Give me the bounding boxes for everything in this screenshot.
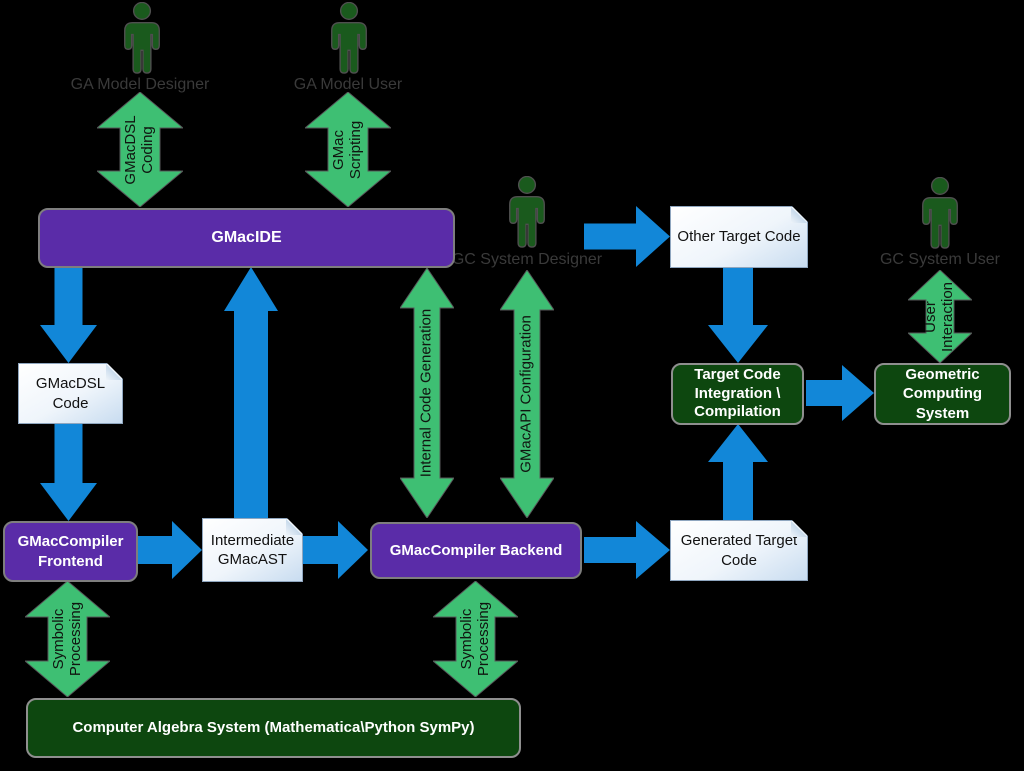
document-fold-corner — [791, 521, 807, 537]
other-target-code-label: Other Target Code — [677, 228, 801, 246]
arrow-dslcode-to-frontend — [40, 424, 97, 521]
other-target-code-document: Other Target Code — [670, 206, 808, 268]
intermediate-gmacast-document: Intermediate GMacAST — [202, 518, 303, 582]
gc-system-designer-icon — [504, 176, 550, 249]
arrow-designer-to-other-code — [584, 206, 670, 267]
gmacdsl-code-label: GMacDSL Code — [35, 375, 106, 412]
arrow-symbolic-processing-backend: Symbolic Processing — [433, 581, 518, 697]
gmaccompiler-backend-box: GMacCompiler Backend — [370, 522, 582, 579]
arrow-backend-to-generated-code — [584, 521, 670, 579]
arrow-gmacast-to-backend — [303, 521, 368, 579]
arrow-gmacast-to-ide — [224, 267, 278, 518]
arrow-gmacapi-configuration: GMacAPI Configuration — [500, 270, 554, 518]
ga-model-designer-label: GA Model Designer — [70, 76, 210, 93]
gmaccompiler-frontend-box: GMacCompiler Frontend — [3, 521, 138, 582]
intermediate-gmacast-label: Intermediate GMacAST — [210, 531, 295, 568]
generated-target-code-document: Generated Target Code — [670, 520, 808, 581]
arrow-symbolic-processing-frontend: Symbolic Processing — [25, 581, 110, 697]
target-code-integration-box: Target Code Integration \ Compilation — [671, 363, 804, 425]
gmacdsl-coding-label: GMacDSL Coding — [122, 114, 156, 185]
gmacapi-configuration-label: GMacAPI Configuration — [517, 315, 535, 473]
document-fold-corner — [106, 364, 122, 380]
arrow-other-code-to-integration — [708, 268, 768, 363]
generated-target-code-label: Generated Target Code — [680, 532, 798, 569]
internal-code-generation-label: Internal Code Generation — [417, 308, 435, 478]
arrow-user-interaction: User Interaction — [908, 270, 972, 363]
arrow-generated-code-to-integration — [708, 424, 768, 520]
gmacide-box: GMacIDE — [38, 208, 455, 268]
document-fold-corner — [286, 519, 302, 535]
arrow-internal-code-generation: Internal Code Generation — [400, 268, 454, 518]
ga-model-user-icon — [326, 2, 372, 75]
gmac-scripting-label: GMac Scripting — [330, 120, 364, 179]
symbolic-processing-frontend-label: Symbolic Processing — [49, 601, 84, 677]
user-interaction-label: User Interaction — [922, 281, 956, 352]
arrow-gmac-scripting: GMac Scripting — [305, 92, 391, 207]
geometric-computing-system-box: Geometric Computing System — [874, 363, 1011, 425]
arrow-gmacdsl-coding: GMacDSL Coding — [97, 92, 183, 207]
gc-system-user-label: GC System User — [879, 251, 1000, 268]
gmacdsl-code-document: GMacDSL Code — [18, 363, 123, 424]
arrow-frontend-to-gmacast — [138, 521, 202, 579]
computer-algebra-system-box: Computer Algebra System (Mathematica\Pyt… — [26, 698, 521, 758]
arrow-integration-to-gcs — [806, 365, 874, 421]
document-fold-corner — [791, 207, 807, 223]
symbolic-processing-backend-label: Symbolic Processing — [457, 601, 492, 677]
gc-system-designer-label: GC System Designer — [451, 251, 603, 268]
ga-model-designer-icon — [119, 2, 165, 75]
arrow-ide-to-dslcode — [40, 267, 97, 363]
ga-model-user-label: GA Model User — [293, 76, 403, 93]
gc-system-user-icon — [917, 177, 963, 250]
